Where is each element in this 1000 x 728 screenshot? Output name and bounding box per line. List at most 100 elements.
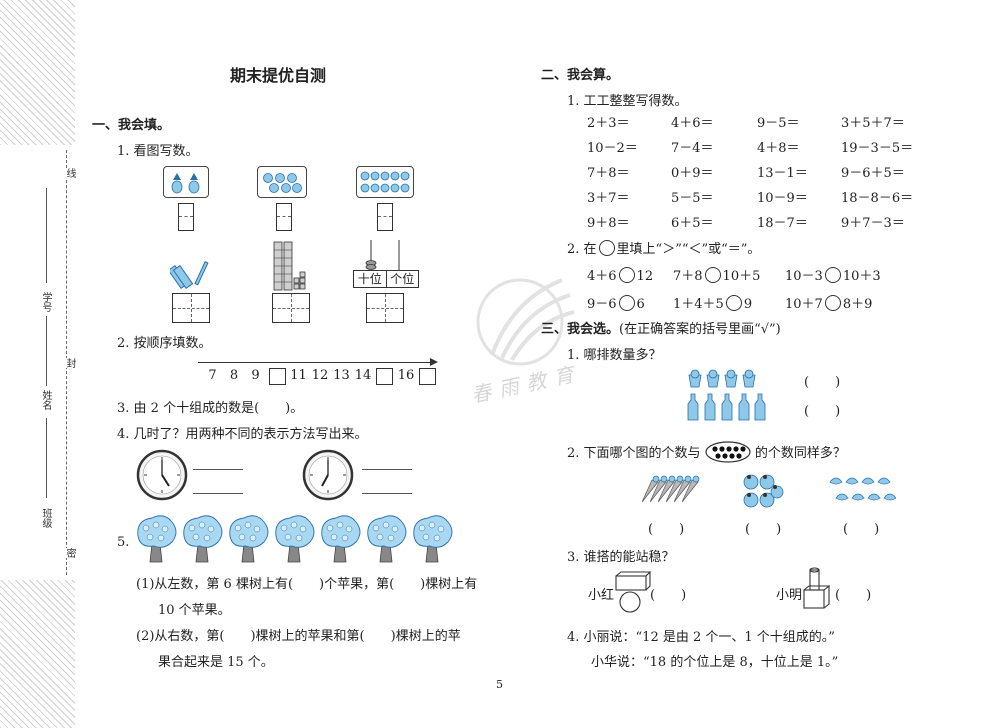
compare-item: 10－3 10＋3: [785, 265, 881, 284]
tree-icon: [137, 515, 177, 563]
choice-paren-1[interactable]: ( ): [804, 375, 841, 390]
calc-problem: 9－6＋5＝: [841, 166, 905, 181]
numberline-number: 8: [229, 368, 239, 383]
carrots-icon: [641, 475, 700, 503]
s2-q2-pre: 2. 在: [567, 242, 597, 257]
compare-item: 7＋8 10＋5: [673, 265, 760, 284]
compare-circle[interactable]: [725, 295, 742, 311]
cubes-icon: [273, 241, 306, 291]
margin-hatch-top: [0, 0, 75, 145]
compare-right: 12: [636, 269, 654, 284]
tree-icon: [367, 515, 407, 563]
tens-ones-box-3[interactable]: [366, 293, 404, 323]
compare-circle[interactable]: [824, 267, 841, 283]
tree-icon: [413, 515, 453, 563]
compare-right: 8＋9: [842, 297, 873, 312]
tree-icon: [321, 515, 361, 563]
choice-paren-7[interactable]: ( ): [835, 588, 872, 603]
margin-feng: 封: [62, 358, 77, 368]
answer-line-2a[interactable]: [362, 469, 412, 470]
choice-paren-2[interactable]: ( ): [804, 404, 841, 419]
calc-problem: 19－3－5＝: [841, 141, 914, 156]
xiaoming-label: 小明: [776, 588, 803, 603]
s1-q2: 2. 按顺序填数。: [117, 336, 212, 351]
id-label: 学号: [40, 292, 51, 312]
tree-icon: [229, 515, 269, 563]
s3-q4-b: 小华说：“18 的个位上是 8，十位上是 1。”: [591, 655, 839, 670]
calc-problem: 9－5＝: [757, 116, 800, 131]
page-title: 期末提优自测: [230, 66, 327, 85]
numberline-arrow: [430, 358, 438, 366]
choice-paren-4[interactable]: ( ): [745, 522, 782, 537]
pic-pineapples: [163, 166, 209, 198]
compare-item: 9－6 6: [587, 293, 645, 312]
compare-left: 7＋8: [673, 269, 703, 284]
tree-icon: [183, 515, 223, 563]
s1-q5-b2: 果合起来是 15 个。: [158, 655, 274, 670]
answer-box-1[interactable]: [178, 203, 194, 231]
numberline-blank[interactable]: [419, 368, 436, 385]
answer-line-1b[interactable]: [193, 493, 243, 494]
calc-problem: 5－5＝: [671, 191, 714, 206]
section3-header-row: 三、我会选。(在正确答案的括号里画“√”): [541, 318, 781, 337]
numberline-blank[interactable]: [376, 368, 393, 385]
s1-q5-a1: (1)从左数，第 6 棵树上有( )个苹果，第( )棵树上有: [136, 577, 478, 592]
calc-problem: 3＋5＋7＝: [841, 116, 905, 131]
choice-paren-6[interactable]: ( ): [650, 588, 687, 603]
section3-note: (在正确答案的括号里画“√”): [619, 322, 781, 337]
compare-left: 9－6: [587, 297, 617, 312]
s2-q2: 2. 在 里填上“＞”“＜”或“＝”。: [567, 238, 760, 257]
calc-problem: 4＋6＝: [671, 116, 714, 131]
compare-item: 4＋6 12: [587, 265, 653, 284]
compare-circle[interactable]: [824, 295, 841, 311]
tree-icon: [275, 515, 315, 563]
numberline-number: 9: [251, 368, 260, 383]
calc-problem: 7＋8＝: [587, 166, 630, 181]
compare-circle[interactable]: [618, 267, 635, 283]
compare-left: 10－3: [785, 269, 823, 284]
place-value-table: 十位 个位: [353, 270, 419, 288]
compare-circle[interactable]: [704, 267, 721, 283]
pic-snowflakes: [356, 166, 414, 198]
calc-problem: 13－1＝: [757, 166, 808, 181]
s3-q2-pre: 2. 下面哪个图的个数与: [567, 446, 701, 461]
numberline-number: 11: [290, 368, 307, 383]
name-line2: [46, 316, 47, 386]
calc-problem: 4＋8＝: [757, 141, 800, 156]
answer-line-1a[interactable]: [193, 469, 243, 470]
compare-right: 10＋5: [722, 269, 761, 284]
section1-header: 一、我会填。: [92, 118, 171, 133]
s2-q2-post: 里填上“＞”“＜”或“＝”。: [616, 242, 761, 257]
choice-paren-5[interactable]: ( ): [843, 522, 880, 537]
numberline-blank[interactable]: [268, 368, 286, 385]
numberline-number: 16: [397, 368, 415, 383]
compare-right: 10＋3: [842, 269, 881, 284]
section2-header: 二、我会算。: [541, 68, 620, 83]
numberline-number: 13: [333, 368, 350, 383]
compare-right: 6: [636, 297, 645, 312]
place-tens-label: 十位: [354, 271, 387, 287]
tens-ones-box-1[interactable]: [172, 293, 210, 323]
name-label: 姓名: [40, 390, 51, 410]
tens-ones-box-2[interactable]: [272, 293, 310, 323]
s1-q4: 4. 几时了？用两种不同的表示方法写出来。: [117, 427, 368, 442]
cups-row-icon: [688, 369, 756, 388]
compare-left: 4＋6: [587, 269, 617, 284]
class-label: 班级: [40, 508, 51, 528]
s1-q1: 1. 看图写数。: [117, 144, 199, 159]
answer-box-2[interactable]: [276, 203, 292, 231]
calc-problem: 3＋7＝: [587, 191, 630, 206]
choice-paren-3[interactable]: ( ): [648, 522, 685, 537]
compare-left: 1＋4＋5: [673, 297, 724, 312]
calc-problem: 0＋9＝: [671, 166, 714, 181]
calc-problem: 7－4＝: [671, 141, 714, 156]
id-line: [46, 188, 47, 283]
bottles-row-icon: [687, 393, 766, 421]
margin-xian: 线: [62, 168, 77, 178]
answer-box-3[interactable]: [377, 203, 393, 231]
compare-circle[interactable]: [618, 295, 635, 311]
answer-line-2b[interactable]: [362, 493, 412, 494]
xiaohong-label: 小红: [588, 588, 615, 603]
calc-problem: 2＋3＝: [587, 116, 630, 131]
